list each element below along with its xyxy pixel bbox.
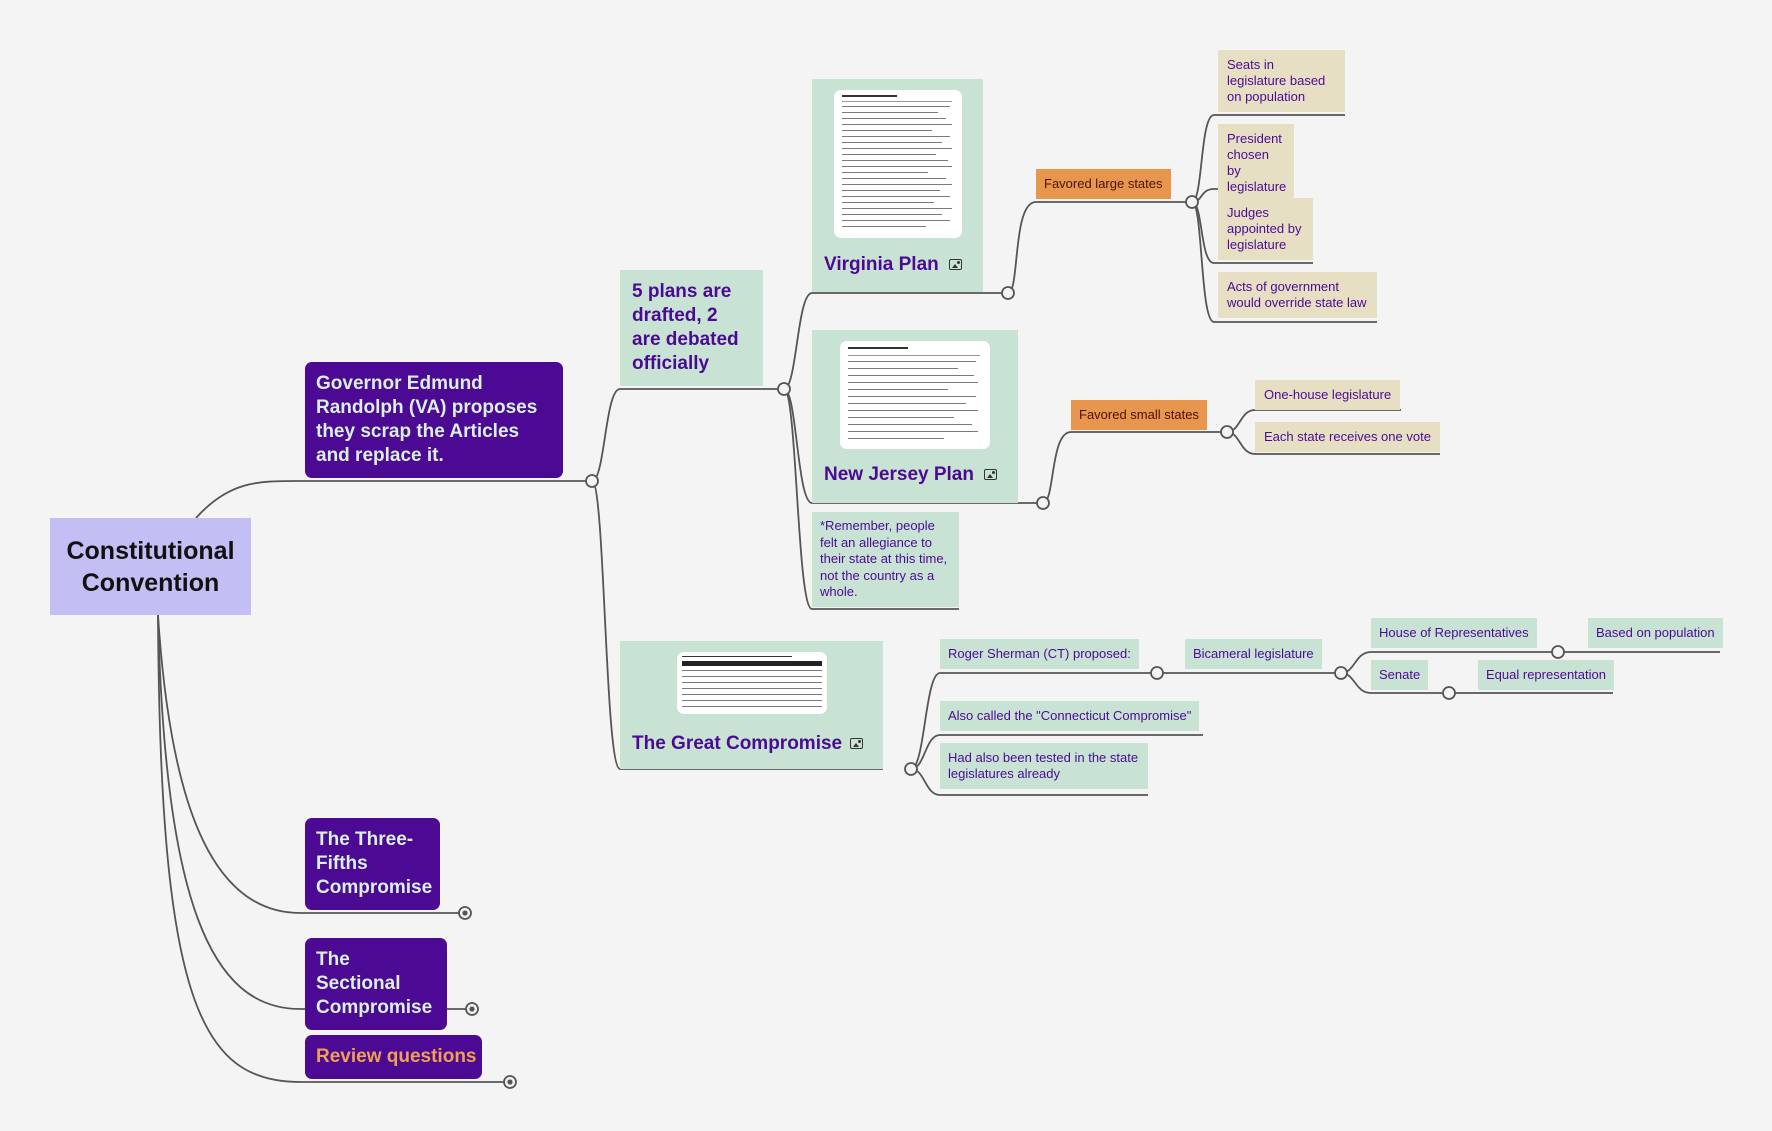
collapse-toggle-icon: [1185, 195, 1199, 209]
house-based-on-population[interactable]: Based on population: [1588, 618, 1723, 648]
collapse-toggle-icon: [1334, 666, 1348, 680]
bicameral-legislature[interactable]: Bicameral legislature: [1185, 639, 1322, 669]
image-icon[interactable]: [850, 738, 863, 749]
collapse-toggle-icon: [585, 474, 599, 488]
collapse-toggle-icon: [777, 382, 791, 396]
new-jersey-plan-title: New Jersey Plan: [824, 464, 974, 485]
nj-item-one-house[interactable]: One-house legislature: [1255, 380, 1401, 410]
topic-five-plans[interactable]: 5 plans are drafted, 2 are debated offic…: [620, 270, 763, 386]
house-of-representatives[interactable]: House of Representatives: [1371, 618, 1537, 648]
collapse-toggle-icon: [1551, 645, 1565, 659]
new-jersey-plan-table-image: [840, 341, 990, 449]
topic-sectional-compromise[interactable]: The Sectional Compromise: [305, 938, 447, 1030]
virginia-item-president[interactable]: President chosen by legislature: [1218, 124, 1294, 202]
virginia-item-judges[interactable]: Judges appointed by legislature: [1218, 198, 1313, 260]
collapse-toggle-icon: [1036, 496, 1050, 510]
collapse-toggle-icon: [1442, 686, 1456, 700]
virginia-plan-table-image: [834, 90, 962, 238]
topic-randolph-proposal[interactable]: Governor Edmund Randolph (VA) proposes t…: [305, 362, 563, 478]
new-jersey-plan-card[interactable]: New Jersey Plan: [812, 330, 1018, 503]
senate[interactable]: Senate: [1371, 660, 1429, 690]
nj-item-one-vote[interactable]: Each state receives one vote: [1255, 422, 1440, 452]
collapse-toggle-icon: [1150, 666, 1164, 680]
virginia-item-seats[interactable]: Seats in legislature based on population: [1218, 50, 1345, 112]
favored-large-states[interactable]: Favored large states: [1036, 169, 1171, 199]
note-state-allegiance[interactable]: *Remember, people felt an allegiance to …: [812, 512, 959, 607]
virginia-plan-title: Virginia Plan: [824, 254, 939, 275]
collapse-toggle-icon: [1220, 425, 1234, 439]
image-icon[interactable]: [949, 259, 962, 270]
connecticut-compromise-note[interactable]: Also called the "Connecticut Compromise": [940, 701, 1200, 731]
topic-review-questions[interactable]: Review questions: [305, 1035, 482, 1079]
virginia-plan-card[interactable]: Virginia Plan: [812, 79, 983, 292]
senate-equal-representation[interactable]: Equal representation: [1478, 660, 1614, 690]
sherman-proposal[interactable]: Roger Sherman (CT) proposed:: [940, 639, 1139, 669]
great-compromise-title: The Great Compromise: [632, 733, 843, 754]
virginia-item-override[interactable]: Acts of government would override state …: [1218, 272, 1377, 318]
topic-three-fifths-compromise[interactable]: The Three-Fifths Compromise: [305, 818, 440, 910]
collapse-toggle-icon: [904, 762, 918, 776]
great-compromise-table-image: [677, 652, 827, 714]
collapse-toggle-icon: [1001, 286, 1015, 300]
root-topic[interactable]: Constitutional Convention: [50, 518, 251, 615]
great-compromise-card[interactable]: The Great Compromise: [620, 641, 883, 769]
state-legislatures-note[interactable]: Had also been tested in the state legisl…: [940, 743, 1148, 789]
image-icon[interactable]: [984, 469, 997, 480]
favored-small-states[interactable]: Favored small states: [1071, 400, 1207, 430]
